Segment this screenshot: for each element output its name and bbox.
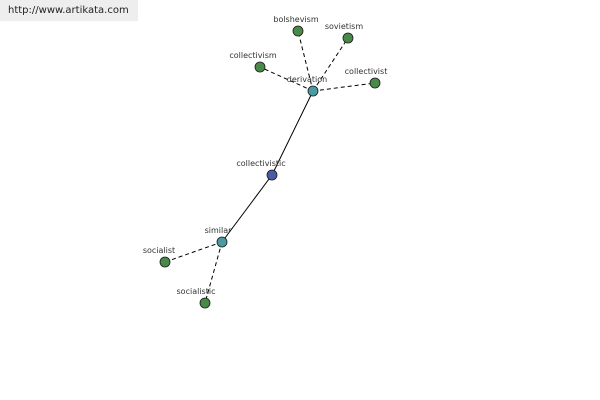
edge-derivation-sovietism: [312, 37, 349, 92]
node-socialistic[interactable]: [199, 297, 211, 309]
node-label-socialistic: socialistic: [177, 287, 216, 296]
node-label-collectivism: collectivism: [229, 51, 277, 60]
site-url-link[interactable]: http://www.artikata.com: [0, 0, 138, 21]
node-sovietism[interactable]: [342, 32, 354, 44]
edge-similar-socialist: [164, 241, 223, 263]
node-label-bolshevism: bolshevism: [273, 15, 318, 24]
node-label-derivation: derivation: [287, 75, 327, 84]
node-label-collectivistic: collectivistic: [236, 159, 285, 168]
edge-similar-socialistic: [204, 241, 223, 304]
edge-derivation-collectivist: [312, 82, 376, 92]
node-similar[interactable]: [216, 236, 228, 248]
nodes-layer: [159, 25, 381, 309]
node-derivation[interactable]: [307, 85, 319, 97]
node-label-socialist: socialist: [143, 246, 175, 255]
edge-collectivistic-derivation: [271, 90, 314, 176]
node-socialist[interactable]: [159, 256, 171, 268]
edges-layer: [164, 30, 376, 304]
labels-layer: collectivistic derivation similar bolshevis…: [143, 15, 388, 296]
node-label-collectivist: collectivist: [345, 67, 388, 76]
edge-derivation-collectivism: [259, 66, 314, 92]
node-bolshevism[interactable]: [292, 25, 304, 37]
node-label-similar: similar: [205, 226, 233, 235]
node-collectivist[interactable]: [369, 77, 381, 89]
node-collectivistic[interactable]: [266, 169, 278, 181]
edge-collectivistic-similar: [221, 174, 273, 243]
edge-derivation-bolshevism: [297, 30, 314, 92]
node-label-sovietism: sovietism: [325, 22, 363, 31]
node-collectivism[interactable]: [254, 61, 266, 73]
